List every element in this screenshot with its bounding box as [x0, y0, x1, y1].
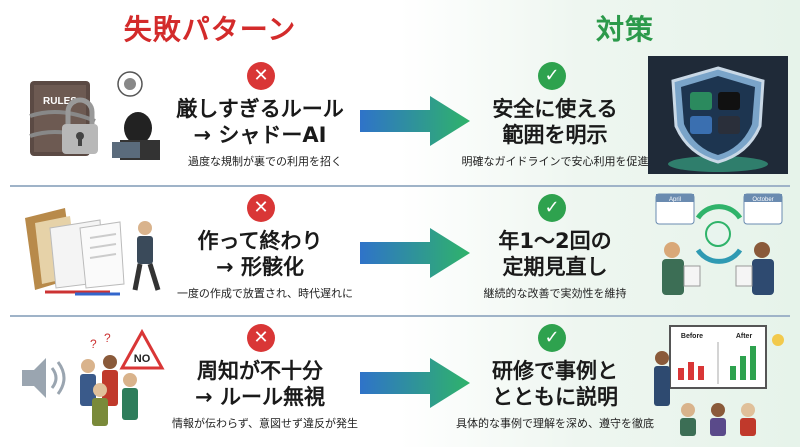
fail-title: 作って終わり → 形骸化	[170, 228, 350, 280]
fail-subtitle: 過度な規制が裏での利用を招く	[188, 155, 342, 168]
fix-title-line1: 年1～2回の	[498, 229, 612, 253]
ai-shield-illustration	[648, 56, 788, 174]
fix-subtitle: 継続的な改善で実効性を維持	[483, 287, 627, 300]
fix-title: 研修で事例と とともに説明	[450, 358, 660, 410]
fail-title-line2: → ルール無視	[195, 385, 325, 409]
fix-title: 安全に使える 範囲を明示	[450, 96, 660, 148]
svg-text:?: ?	[90, 337, 97, 351]
fail-x-icon: ✕	[247, 62, 275, 90]
arrow-right-icon	[360, 96, 470, 146]
arrow-right-icon	[360, 358, 470, 408]
countermeasure-heading: 対策	[595, 13, 654, 46]
fix-title-line2: 定期見直し	[502, 255, 608, 279]
fix-title-line2: とともに説明	[492, 385, 618, 409]
fix-title-line2: 範囲を明示	[502, 123, 608, 147]
no-sign-label: NO	[134, 353, 151, 365]
row-formalization: ✕ 作って終わり → 形骸化 一度の作成で放置され、時代遅れに ✓ 年1～2回の…	[0, 188, 800, 316]
rules-book-label: RULES	[43, 96, 77, 107]
fail-x-icon: ✕	[247, 324, 275, 352]
fix-check-icon: ✓	[538, 324, 566, 352]
svg-text:?: ?	[104, 331, 111, 345]
confused-people-illustration: NO ? ?	[22, 328, 165, 426]
fail-title: 厳しすぎるルール → シャドーAI	[170, 96, 350, 148]
after-label: After	[736, 333, 753, 340]
fix-title-line1: 安全に使える	[492, 97, 618, 121]
fix-title: 年1～2回の 定期見直し	[450, 228, 660, 280]
locked-rulebook-illustration: RULES	[29, 71, 160, 160]
fix-subtitle: 明確なガイドラインで安心利用を促進	[461, 155, 649, 168]
fix-check-icon: ✓	[538, 62, 566, 90]
fail-subtitle: 情報が伝わらず、意図せず違反が発生	[171, 417, 358, 430]
row-divider	[10, 315, 790, 317]
fail-title-line1: 厳しすぎるルール	[176, 97, 344, 121]
fix-check-icon: ✓	[538, 194, 566, 222]
fix-title-line1: 研修で事例と	[492, 359, 618, 383]
fail-title-line1: 周知が不十分	[197, 359, 323, 383]
october-calendar-label: October	[752, 197, 773, 203]
fail-title-line1: 作って終わり	[197, 229, 323, 253]
abandoned-documents-illustration	[25, 208, 161, 296]
fail-subtitle: 一度の作成で放置され、時代遅れに	[176, 287, 354, 300]
arrow-right-icon	[360, 228, 470, 278]
fail-title-line2: → 形骸化	[216, 255, 304, 279]
fix-subtitle: 具体的な事例で理解を深め、遵守を徹底	[456, 417, 654, 430]
fail-x-icon: ✕	[247, 194, 275, 222]
fail-title-line2: → シャドーAI	[193, 123, 327, 147]
april-calendar-label: April	[669, 197, 681, 203]
row-awareness: NO ? ? ✕ 周知が不十分 → ルール無視 情報が伝わらず、意図せず違反が発…	[0, 318, 800, 446]
before-label: Before	[681, 333, 703, 340]
row-shadow-ai: RULES ✕ 厳しすぎるルール → シャドーAI 過度な規制が裏での利用を招く…	[0, 56, 800, 184]
row-divider	[10, 185, 790, 187]
training-presentation-illustration: Before After	[654, 325, 784, 436]
periodic-review-illustration: April October	[655, 193, 783, 295]
fail-title: 周知が不十分 → ルール無視	[170, 358, 350, 410]
failure-pattern-heading: 失敗パターン	[123, 13, 297, 46]
